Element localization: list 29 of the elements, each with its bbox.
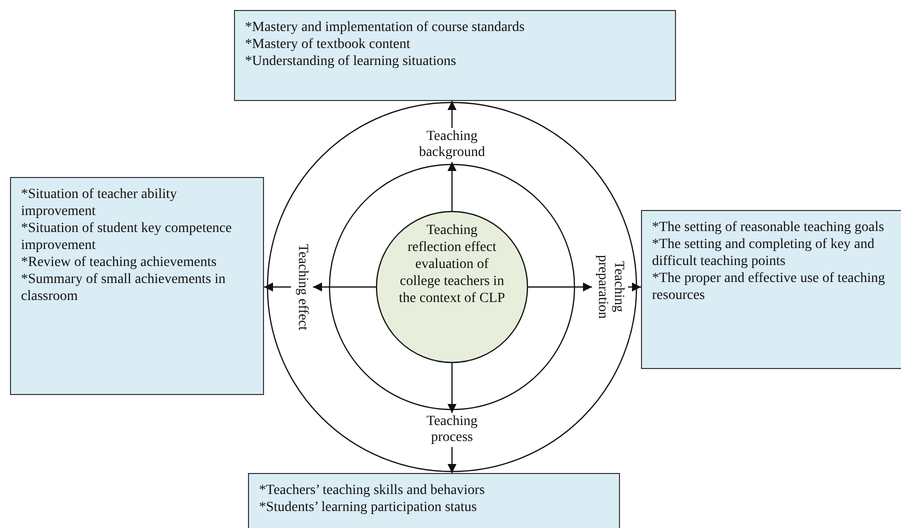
- arrow: [628, 282, 641, 292]
- bullet-text: *Situation of teacher ability improvement: [21, 186, 178, 220]
- bullet-text: *Review of teaching achievements: [21, 254, 218, 271]
- info-box: [234, 10, 676, 101]
- arrow: [264, 282, 291, 292]
- arrow: [448, 363, 456, 413]
- arrow: [448, 447, 456, 473]
- bullet-text: *Understanding of learning situations: [245, 53, 458, 70]
- center-title: Teaching reflection effect evaluation of college teachers in the context of CLP: [398, 222, 506, 307]
- bullet-text: *Students’ learning participation status: [259, 499, 478, 516]
- ring-label: Teaching effect: [291, 230, 313, 344]
- bullet-text: *The setting and completing of key and difficult teaching points: [652, 236, 876, 270]
- info-box: [248, 473, 620, 528]
- info-box: [641, 210, 901, 369]
- arrow: [528, 282, 592, 292]
- ring-label: Teaching process: [405, 413, 499, 447]
- ring-label: Teaching preparation: [592, 240, 628, 334]
- bullet-text: *The setting of reasonable teaching goals: [652, 219, 886, 236]
- bullet-text: *Mastery and implementation of course standards: [245, 19, 526, 36]
- info-box: [10, 177, 264, 395]
- bullet-text: *The proper and effective use of teaching resources: [652, 270, 886, 304]
- bullet-text: *Situation of student key competence improvement: [21, 220, 233, 254]
- ring-label: Teaching background: [405, 128, 499, 162]
- arrow: [448, 101, 456, 128]
- bullet-text: *Summary of small achievements in classroom: [21, 271, 227, 305]
- bullet-text: *Teachers’ teaching skills and behaviors: [259, 482, 486, 499]
- arrow: [313, 282, 376, 292]
- arrow: [448, 162, 456, 211]
- bullet-text: *Mastery of textbook content: [245, 36, 412, 53]
